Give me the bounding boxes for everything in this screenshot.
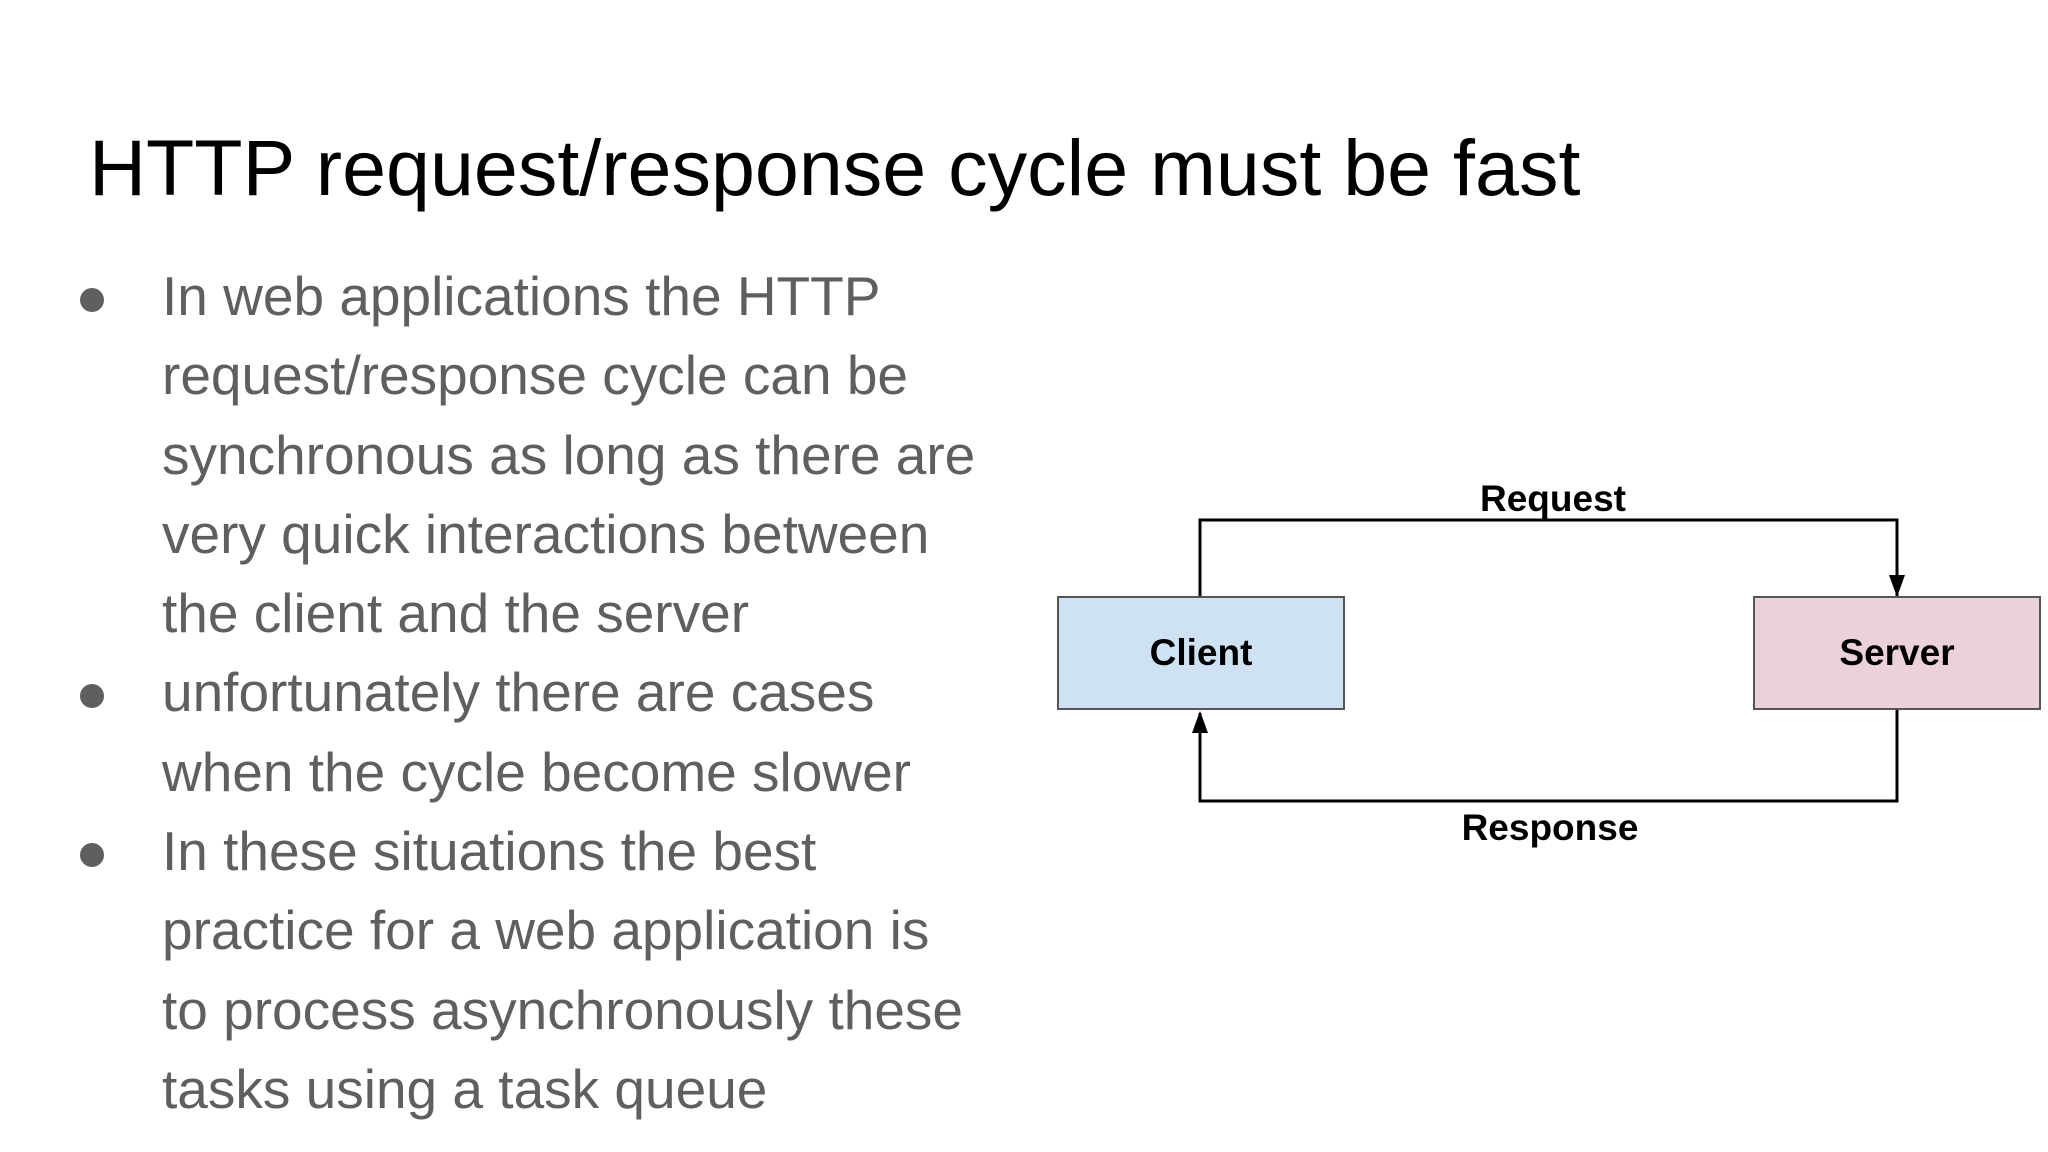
- bullet-dot-icon: [80, 288, 104, 312]
- slide-title: HTTP request/response cycle must be fast: [89, 123, 1581, 212]
- response-connector: [1198, 709, 1899, 803]
- client-box: [1057, 596, 1345, 710]
- bullet-line: synchronous as long as there are: [162, 423, 976, 486]
- request-connector: [1198, 518, 1899, 597]
- client-label: Client: [1150, 632, 1253, 673]
- bullet-line: In these situations the best: [162, 820, 817, 883]
- bullet-line: to process asynchronously these: [162, 978, 963, 1041]
- bullet-line: In web applications the HTTP: [162, 265, 881, 327]
- response-arrow-icon: [1192, 711, 1208, 733]
- request-label: Request: [1480, 478, 1626, 519]
- bullet-line: request/response cycle can be: [162, 344, 908, 407]
- bullet-item-2: unfortunately there are cases when the c…: [70, 653, 1030, 812]
- bullet-line: unfortunately there are cases: [162, 661, 875, 724]
- request-arrow-icon: [1889, 575, 1905, 597]
- bullet-item-3: In these situations the best practice fo…: [70, 812, 1030, 1129]
- response-label: Response: [1462, 807, 1639, 848]
- bullet-line: when the cycle become slower: [162, 740, 911, 803]
- bullet-list: In web applications the HTTP request/res…: [70, 257, 1030, 1129]
- server-box: [1753, 596, 2041, 710]
- server-label: Server: [1839, 632, 1954, 673]
- bullet-line: tasks using a task queue: [162, 1057, 768, 1120]
- bullet-line: the client and the server: [162, 582, 750, 645]
- bullet-line: practice for a web application is: [162, 899, 930, 962]
- bullet-dot-icon: [80, 684, 104, 709]
- bullet-dot-icon: [80, 843, 104, 868]
- bullet-line: very quick interactions between: [162, 502, 930, 565]
- bullet-item-1: In web applications the HTTP request/res…: [70, 257, 1030, 653]
